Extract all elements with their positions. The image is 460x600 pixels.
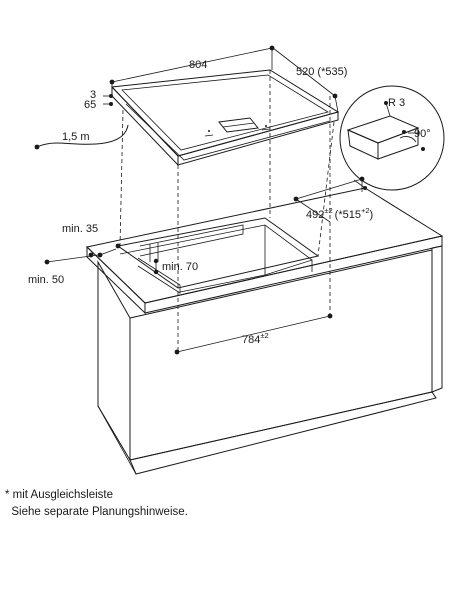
min-inner-label: min. 70 — [162, 261, 198, 273]
cooktop-vent — [218, 117, 259, 133]
edge-detail-callout — [339, 85, 445, 191]
cabinet-side — [431, 245, 443, 393]
cutout-inner-wall-2 — [264, 225, 313, 276]
width-label: 804 — [189, 59, 207, 71]
cooktop-body-underside — [125, 103, 331, 161]
min-side-label: min. 50 — [28, 274, 64, 286]
cabinet-plinth — [129, 391, 437, 475]
cabinet — [85, 187, 444, 475]
cooktop-front-edge — [177, 111, 339, 166]
cabinet-front — [129, 249, 433, 461]
countertop-left — [86, 245, 146, 315]
detail-block-section — [347, 129, 379, 160]
countertop-front — [144, 235, 443, 314]
radius-label: R 3 — [388, 97, 405, 109]
cabinet-left-side — [97, 260, 131, 462]
projection-lines — [119, 70, 335, 352]
cutout-depth-label: 492±2(*515+2) — [306, 206, 373, 221]
depth-label: 520 (*535) — [296, 66, 347, 78]
top-thickness-label: 3 — [90, 89, 96, 101]
angle-label: 90° — [414, 128, 431, 140]
control-dot — [208, 130, 210, 132]
footnote-compensation-strip: * mit Ausgleichsleiste — [5, 489, 114, 501]
cooktop — [110, 69, 340, 167]
support-rail-front — [137, 257, 181, 294]
cutout-width-label: 784±2 — [242, 331, 269, 346]
dimension-lines — [34, 45, 365, 355]
min-front-label: min. 35 — [62, 223, 98, 235]
detail-leader — [353, 179, 366, 189]
control-mark — [261, 128, 271, 131]
control-mark — [204, 134, 214, 137]
countertop-cutout — [116, 217, 320, 289]
control-dot — [265, 125, 267, 127]
support-rail-left — [139, 224, 244, 257]
power-cable — [35, 124, 129, 148]
footnotes: * mit Ausgleichsleiste Siehe separate Pl… — [5, 487, 188, 521]
detail-circle — [339, 85, 445, 191]
footnote-planning-notes: Siehe separate Planungshinweise. — [5, 506, 188, 518]
height-label: 65 — [84, 99, 96, 111]
cable-length-label: 1,5 m — [62, 131, 90, 143]
cooktop-glass-border — [121, 74, 330, 151]
